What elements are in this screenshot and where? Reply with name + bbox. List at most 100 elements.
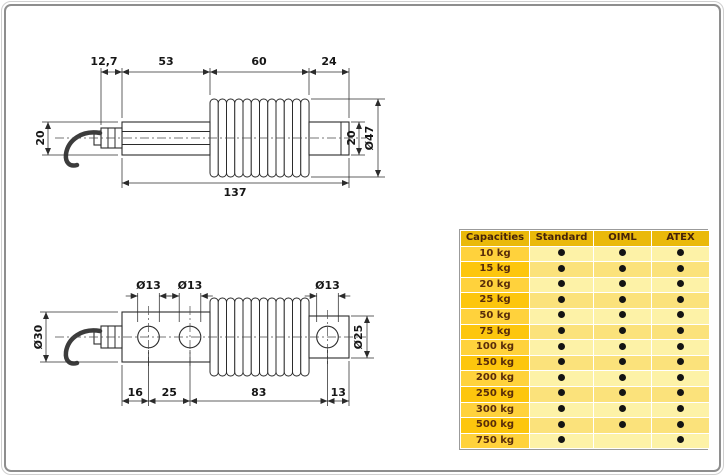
dim-body-length: 53: [158, 55, 173, 68]
availability-dot: [558, 264, 565, 272]
availability-dot: [619, 264, 626, 272]
availability-dot: [619, 249, 626, 257]
capacity-cell: 10 kg: [460, 245, 530, 263]
availability-dot: [619, 295, 626, 303]
availability-dot: [677, 389, 684, 397]
atex-availability-cell: [651, 417, 710, 434]
capacity-row: 300 kg: [460, 401, 710, 419]
availability-dot: [619, 358, 626, 366]
availability-dot: [619, 311, 626, 319]
capacity-cell: 25 kg: [460, 292, 530, 309]
cable-side: [63, 130, 103, 168]
header-oiml: OIML: [593, 230, 652, 247]
standard-availability-cell: [529, 245, 594, 263]
atex-availability-cell: [651, 370, 710, 387]
oiml-availability-cell: [593, 417, 652, 434]
capacity-cell: 75 kg: [460, 323, 530, 341]
availability-dot: [677, 373, 684, 381]
availability-dot: [619, 327, 626, 335]
capacity-row: 20 kg: [460, 276, 710, 294]
standard-availability-cell: [529, 276, 594, 294]
atex-availability-cell: [651, 385, 710, 403]
header-atex: ATEX: [651, 230, 710, 247]
dim-gland-length: 12,7: [90, 55, 117, 68]
capacity-row: 10 kg: [460, 245, 710, 263]
availability-dot: [677, 295, 684, 303]
capacity-row: 25 kg: [460, 292, 710, 309]
capacity-row: 75 kg: [460, 323, 710, 341]
atex-availability-cell: [651, 339, 710, 356]
availability-dot: [677, 420, 684, 428]
standard-availability-cell: [529, 323, 594, 341]
capacity-row: 200 kg: [460, 370, 710, 387]
capacity-row: 750 kg: [460, 432, 710, 450]
availability-dot: [558, 436, 565, 444]
dim-segment-2: 25: [162, 386, 177, 399]
availability-dot: [677, 327, 684, 335]
availability-dot: [677, 358, 684, 366]
dim-hole2-diameter: Ø13: [178, 279, 203, 292]
dim-segment-3: 83: [251, 386, 266, 399]
standard-availability-cell: [529, 261, 594, 278]
capacity-row: 100 kg: [460, 339, 710, 356]
capacity-cell: 15 kg: [460, 261, 530, 278]
availability-dot: [677, 264, 684, 272]
atex-availability-cell: [651, 432, 710, 450]
availability-dot: [619, 420, 626, 428]
dim-hole1-diameter: Ø13: [136, 279, 161, 292]
dim-width-right: Ø25: [352, 325, 365, 350]
oiml-availability-cell: [593, 323, 652, 341]
dim-total-length: 137: [224, 186, 247, 199]
oiml-availability-cell: [593, 276, 652, 294]
availability-dot: [558, 358, 565, 366]
capacity-row: 15 kg: [460, 261, 710, 278]
availability-dot: [677, 436, 684, 444]
availability-dot: [619, 389, 626, 397]
standard-availability-cell: [529, 401, 594, 419]
availability-dot: [558, 405, 565, 413]
capacity-cell: 100 kg: [460, 339, 530, 356]
atex-availability-cell: [651, 276, 710, 294]
top-dimension-arrows: [43, 293, 370, 404]
standard-availability-cell: [529, 339, 594, 356]
availability-dot: [677, 405, 684, 413]
oiml-availability-cell: [593, 370, 652, 387]
dim-hole3-diameter: Ø13: [315, 279, 340, 292]
oiml-availability-cell: [593, 432, 652, 450]
capacity-cell: 250 kg: [460, 385, 530, 403]
oiml-availability-cell: [593, 339, 652, 356]
side-dimension-arrows: [45, 69, 381, 186]
atex-availability-cell: [651, 245, 710, 263]
capacity-cell: 20 kg: [460, 276, 530, 294]
dim-bellows-length: 60: [251, 55, 267, 68]
header-capacities: Capacities: [460, 230, 530, 247]
atex-availability-cell: [651, 354, 710, 372]
dim-segment-1: 16: [128, 386, 144, 399]
availability-dot: [677, 342, 684, 350]
capacity-cell: 50 kg: [460, 307, 530, 325]
top-view: Ø13 Ø13 Ø13 Ø30 Ø25 16 25 83 13: [32, 279, 374, 406]
header-standard: Standard: [529, 230, 594, 247]
availability-dot: [558, 389, 565, 397]
availability-dot: [558, 295, 565, 303]
oiml-availability-cell: [593, 307, 652, 325]
availability-dot: [558, 249, 565, 257]
dim-height-right: 20: [345, 130, 358, 146]
atex-availability-cell: [651, 307, 710, 325]
atex-availability-cell: [651, 401, 710, 419]
atex-availability-cell: [651, 323, 710, 341]
capacity-cell: 500 kg: [460, 417, 530, 434]
capacity-table-header-row: Capacities Standard OIML ATEX: [460, 230, 710, 247]
dim-end-length: 24: [321, 55, 337, 68]
atex-availability-cell: [651, 261, 710, 278]
availability-dot: [558, 311, 565, 319]
oiml-availability-cell: [593, 354, 652, 372]
cable-top: [63, 328, 103, 366]
oiml-availability-cell: [593, 292, 652, 309]
standard-availability-cell: [529, 432, 594, 450]
atex-availability-cell: [651, 292, 710, 309]
technical-drawings: 12,7 53 60 24 20 20 Ø47 137: [32, 55, 385, 406]
capacity-row: 50 kg: [460, 307, 710, 325]
